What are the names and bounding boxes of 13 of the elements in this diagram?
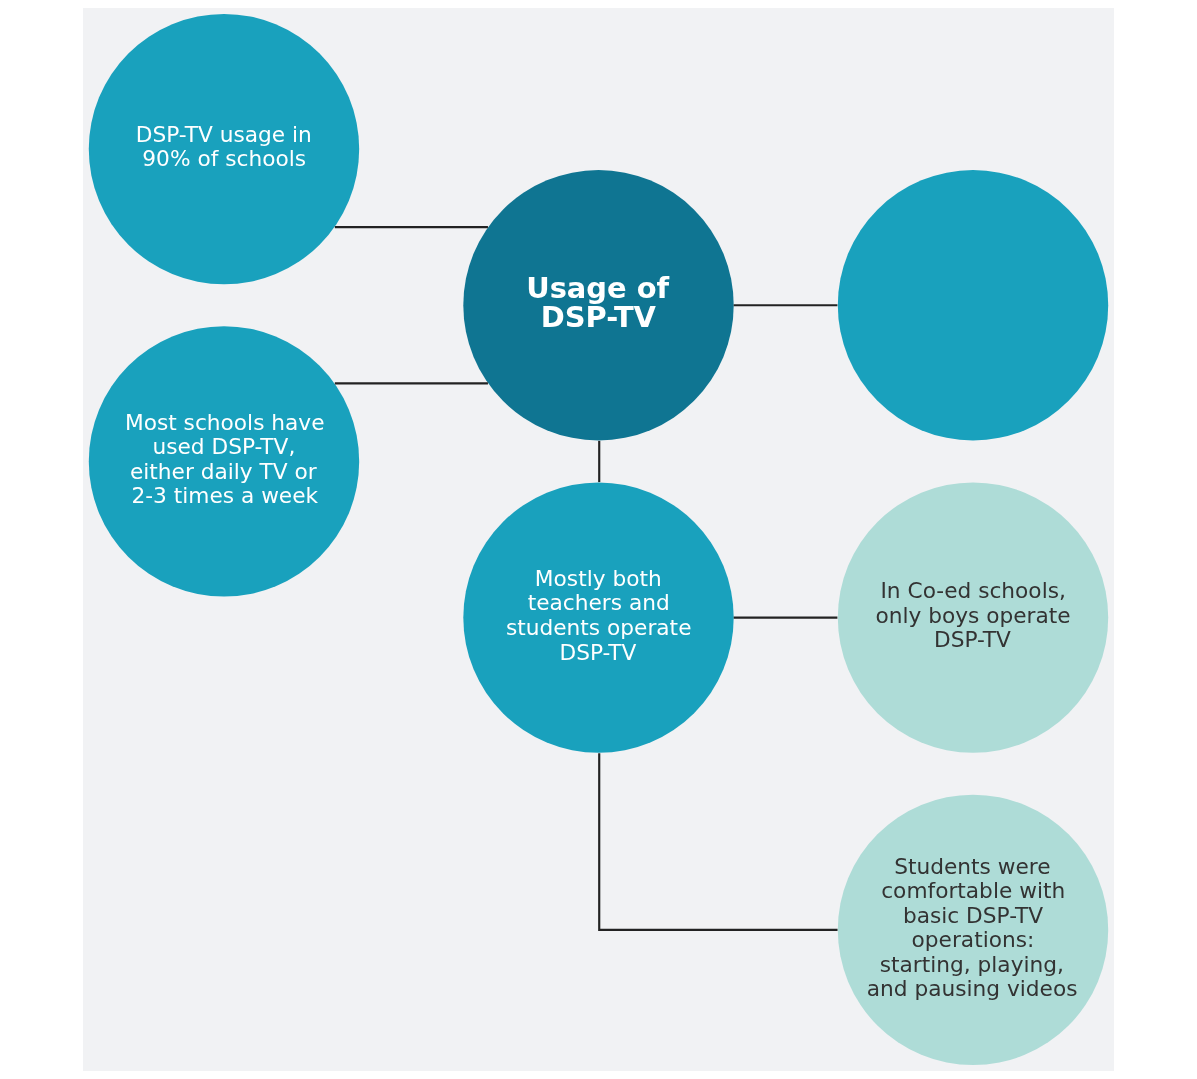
connector — [598, 753, 838, 931]
connector — [598, 440, 601, 483]
node-circle: Usage of DSP-TV — [463, 170, 734, 441]
node-circle — [837, 170, 1109, 441]
connector — [334, 226, 488, 229]
connector — [733, 304, 838, 307]
connector — [334, 382, 488, 385]
node-circle: Most schools have used DSP-TV, either daily TV or 2-3 times a week — [88, 326, 360, 597]
node-circle: Students were comfortable with basic DSP-TV operations: starting, playing, and pausing videos — [837, 794, 1109, 1066]
connector — [733, 616, 838, 619]
node-circle: Mostly both teachers and students operate DSP-TV — [463, 482, 734, 753]
node-circle: DSP-TV usage in 90% of schools — [88, 13, 360, 285]
node-circle: In Co-ed schools, only boys operate DSP-TV — [837, 482, 1109, 753]
